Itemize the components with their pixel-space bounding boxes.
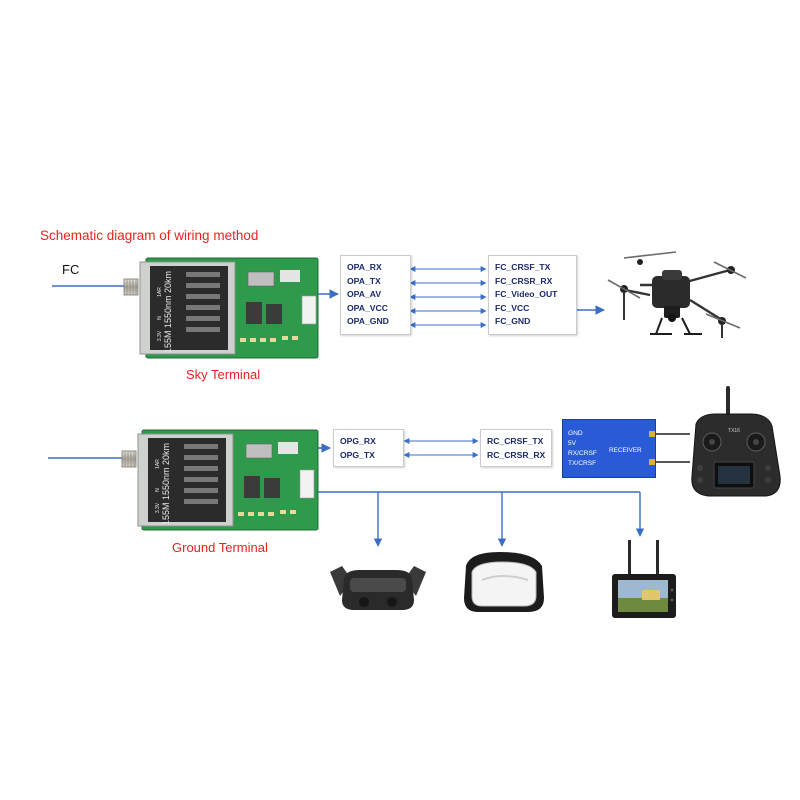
sky-terminal-caption: Sky Terminal <box>186 367 261 382</box>
fc-label: FC <box>62 262 80 277</box>
pin-label: OPG_RX <box>340 436 376 446</box>
receiver-pad <box>649 459 655 465</box>
receiver-module: GND 5V RX/CRSF TX/CRSF RECEIVER <box>562 419 656 478</box>
svg-text:3.3V: 3.3V <box>155 502 161 513</box>
pin-label: FC_CRSR_RX <box>495 275 553 286</box>
vr-headset-icon <box>464 552 544 612</box>
sky-pin-connections <box>409 266 487 328</box>
pin-label: FC_Video_OUT <box>495 289 558 300</box>
fpv-goggles-icon <box>330 566 426 610</box>
radio-controller-icon: TX16 <box>691 386 781 497</box>
pin-label: OPA_TX <box>347 275 381 286</box>
sky-module-print: 155M 1550nm 20km <box>163 271 173 353</box>
pin-label: OPA_VCC <box>347 302 388 313</box>
pin-label: FC_CRSF_TX <box>495 262 551 272</box>
video-distribution-lines <box>318 491 645 547</box>
ground-right-pin-box: RC_CRSF_TX RC_CRSR_RX <box>480 429 552 467</box>
receiver-pin-label: 5V <box>568 440 577 447</box>
ground-pin-connections <box>403 438 479 458</box>
receiver-pad <box>649 431 655 437</box>
radio-brand: TX16 <box>728 428 740 434</box>
receiver-pin-label: GND <box>568 430 583 437</box>
receiver-label: RECEIVER <box>609 447 642 454</box>
svg-text:N: N <box>155 488 161 492</box>
receiver-pin-label: TX/CRSF <box>568 460 597 467</box>
ground-module-print: 155M 1550nm 20km <box>161 443 171 525</box>
ground-left-pin-box: OPG_RX OPG_TX <box>333 429 404 467</box>
ground-terminal-caption: Ground Terminal <box>172 540 268 555</box>
monitor-icon <box>612 540 676 618</box>
pin-label: RC_CRSF_TX <box>487 436 544 446</box>
svg-text:3.3V: 3.3V <box>157 330 163 341</box>
sky-left-pin-box: OPA_RX OPA_TX OPA_AV OPA_VCC OPA_GND <box>340 255 411 335</box>
pin-label: FC_GND <box>495 316 531 327</box>
ground-module: 155M 1550nm 20km 1AR N 3.3V <box>48 429 319 531</box>
receiver-pin-label: RX/CRSF <box>568 450 597 457</box>
pin-label: OPA_GND <box>347 316 389 327</box>
diagram-title: Schematic diagram of wiring method <box>40 228 259 243</box>
pin-label: OPA_AV <box>347 289 382 300</box>
svg-text:N: N <box>157 316 163 320</box>
pin-label: RC_CRSR_RX <box>487 449 546 460</box>
pin-label: FC_VCC <box>495 302 530 313</box>
pin-label: OPG_TX <box>340 449 375 460</box>
drone-icon <box>607 251 747 338</box>
svg-text:1AR: 1AR <box>157 287 163 297</box>
svg-text:1AR: 1AR <box>155 459 161 469</box>
sky-module: 155M 1550nm 20km 1AR N 3.3V <box>52 257 319 359</box>
pin-label: OPA_RX <box>347 262 382 272</box>
sky-right-pin-box: FC_CRSF_TX FC_CRSR_RX FC_Video_OUT FC_VC… <box>488 255 577 335</box>
